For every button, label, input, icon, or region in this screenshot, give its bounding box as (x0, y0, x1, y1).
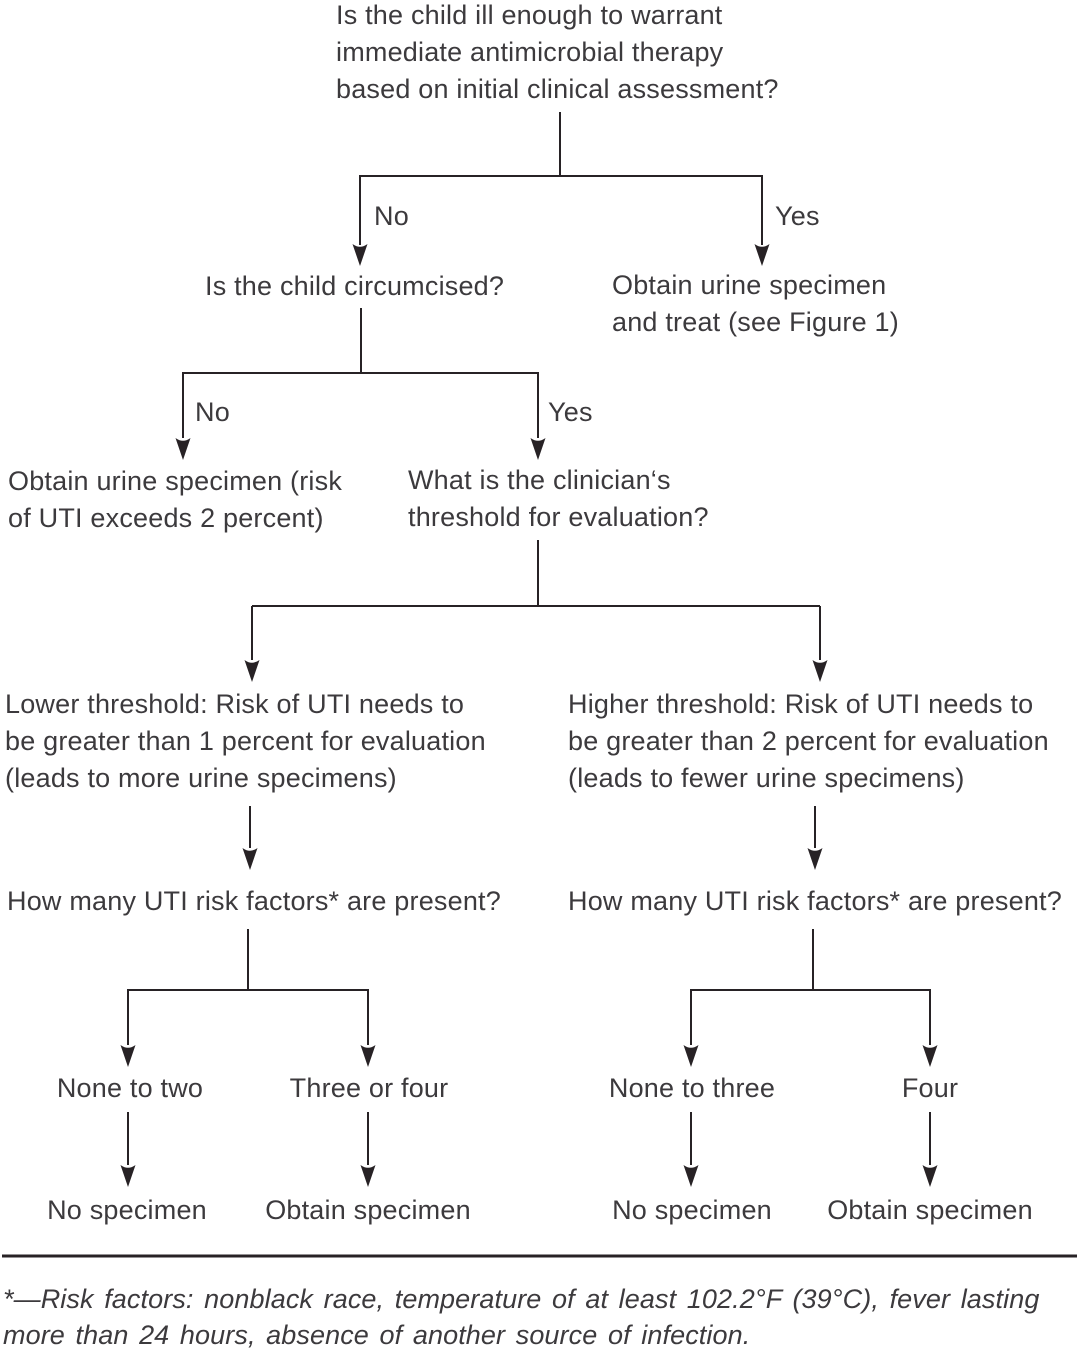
node-count-four: Four (901, 1073, 959, 1103)
connector-circumcised-branch (175, 308, 546, 460)
node-question-risk-factors-left: How many UTI risk factors* are present? (7, 886, 501, 916)
node-lower-threshold: Lower threshold: Risk of UTI needs to be… (5, 689, 486, 793)
connector-q1-branch (352, 112, 770, 266)
node-outcome-no-specimen-right: No specimen (612, 1195, 772, 1225)
node-obtain-and-treat: Obtain urine specimen and treat (see Fig… (612, 270, 899, 337)
node-question-circumcised: Is the child circumcised? (205, 271, 505, 301)
connector-threshold-branch (244, 540, 828, 682)
node-outcome-no-specimen-left: No specimen (47, 1195, 207, 1225)
node-outcome-obtain-specimen-right: Obtain specimen (827, 1195, 1033, 1225)
node-higher-threshold: Higher threshold: Risk of UTI needs to b… (568, 689, 1049, 793)
node-count-three-or-four: Three or four (289, 1073, 449, 1103)
node-question-ill: Is the child ill enough to warrant immed… (336, 0, 779, 104)
node-obtain-risk: Obtain urine specimen (risk of UTI excee… (8, 466, 343, 533)
node-outcome-obtain-specimen-left: Obtain specimen (265, 1195, 471, 1225)
edge-label-no-2: No (195, 397, 230, 427)
connector-to-risk-questions (242, 806, 823, 870)
connector-right-count-branch (683, 929, 938, 1067)
connector-to-outcomes (120, 1112, 938, 1187)
edge-label-no-1: No (374, 201, 409, 231)
node-count-none-to-three: None to three (608, 1073, 776, 1103)
connector-left-count-branch (120, 929, 376, 1067)
risk-factors-footnote: *—Risk factors: nonblack race, temperatu… (3, 1284, 1040, 1350)
edge-label-yes-2: Yes (548, 397, 593, 427)
node-count-none-to-two: None to two (56, 1073, 204, 1103)
node-question-threshold: What is the clinician‘s threshold for ev… (408, 465, 709, 532)
edge-label-yes-1: Yes (775, 201, 820, 231)
node-question-risk-factors-right: How many UTI risk factors* are present? (568, 886, 1062, 916)
